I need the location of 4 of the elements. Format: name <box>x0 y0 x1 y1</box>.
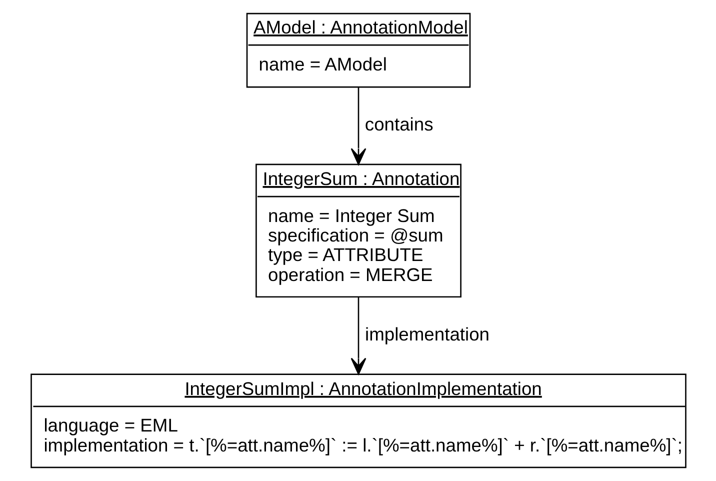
arrow <box>350 87 366 166</box>
arrow <box>350 297 366 375</box>
edge-label: contains <box>364 114 433 135</box>
edge-label: implementation <box>364 323 490 344</box>
